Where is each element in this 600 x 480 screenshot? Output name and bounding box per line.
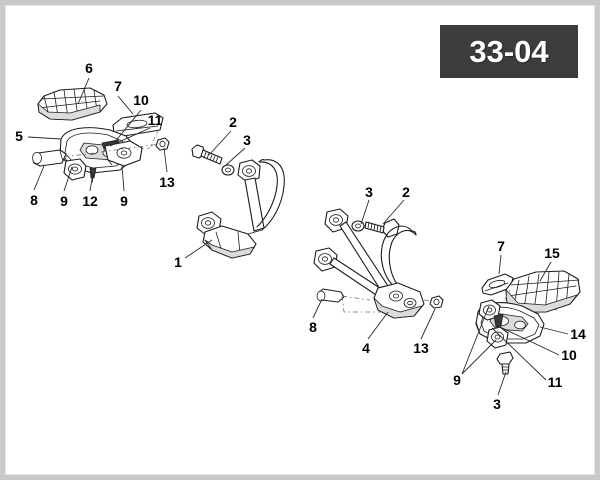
callout-label-9: 9 [120,193,128,209]
part-8-pin [32,149,67,167]
callout-label-14: 14 [570,326,586,342]
part-3-bolt-right [496,351,514,375]
callout-label-8: 8 [309,319,317,335]
callout-label-8: 8 [30,192,38,208]
part-1-support-bracket [196,159,285,259]
callout-label-4: 4 [362,340,370,356]
callout-label-9: 9 [60,193,68,209]
rear-bracket-assembly [313,208,444,319]
part-9-pivot-boss-lower-right [486,326,509,349]
callout-label-3: 3 [493,396,501,412]
right-footrest-assembly [475,270,581,375]
callout-label-9: 9 [453,372,461,388]
callout-label-5: 5 [15,128,23,144]
callout-label-2: 2 [229,114,237,130]
part-6-footpeg-rubber [37,87,108,121]
callout-label-2: 2 [402,184,410,200]
diagram-title-badge: 33-04 [440,25,578,78]
callout-label-10: 10 [561,347,577,363]
callout-leader-lines [27,77,569,396]
part-7-cover-plate-right [481,273,514,296]
callout-label-7: 7 [114,78,122,94]
part-2-hex-bolt [191,144,223,165]
left-bracket-assembly [191,144,285,259]
callout-label-11: 11 [147,112,163,128]
diagram-canvas [5,5,595,475]
callout-label-12: 12 [82,193,98,209]
part-9-pivot-boss-right [104,140,143,167]
part-2-hex-bolt-rear [364,218,400,238]
part-7-cover-plate [112,112,164,137]
callout-label-15: 15 [544,245,560,261]
callout-label-13: 13 [159,174,175,190]
part-3-washer [221,164,235,176]
callout-label-1: 1 [174,254,182,270]
part-3-washer-rear [351,220,365,232]
callout-label-7: 7 [497,238,505,254]
part-13-nut [155,137,170,151]
part-4-support-bracket [329,221,425,319]
callout-label-6: 6 [85,60,93,76]
diagram-title-label: 33-04 [469,34,549,69]
callout-label-10: 10 [133,92,149,108]
callout-label-3: 3 [365,184,373,200]
callout-label-11: 11 [547,374,563,390]
callout-label-13: 13 [413,340,429,356]
part-9-pivot-boss-left [63,158,87,181]
callout-label-3: 3 [243,132,251,148]
part-13-nut-rear [429,295,444,309]
